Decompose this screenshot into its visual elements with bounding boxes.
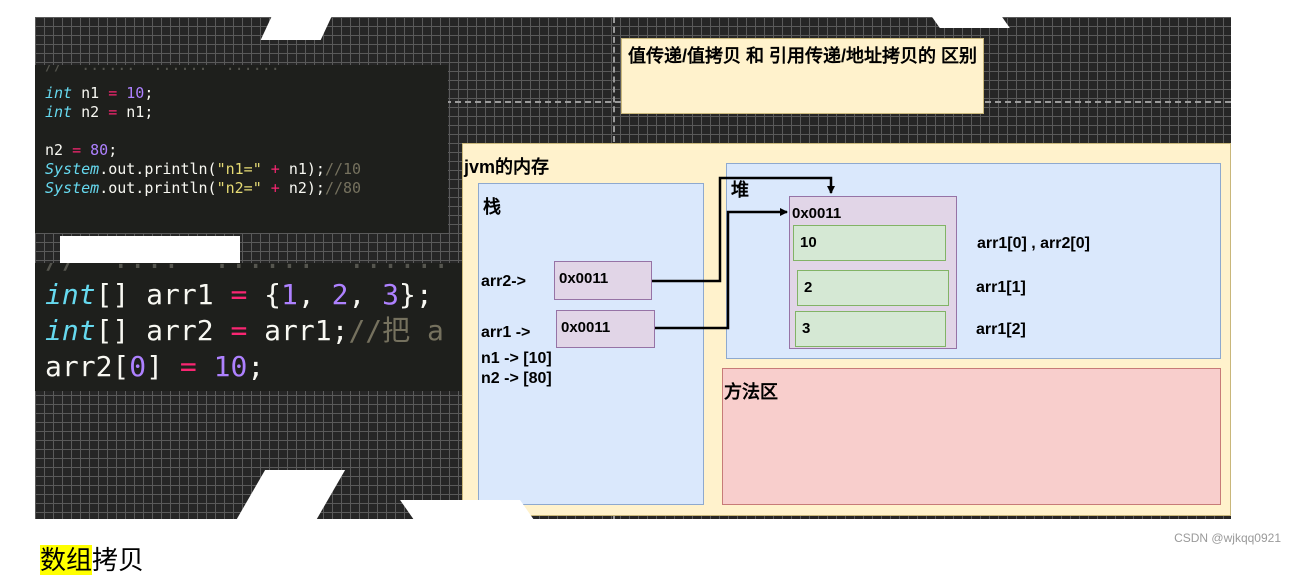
array-cell-2: 3 — [795, 311, 946, 347]
code-line: arr2[0] = 10; — [45, 349, 264, 385]
array-cell-2-label: arr1[2] — [976, 321, 1026, 338]
code-token: int — [45, 314, 96, 347]
array-cell-1-label: arr1[1] — [976, 279, 1026, 296]
code-line: int[] arr2 = arr1;//把 a — [45, 313, 444, 349]
arr1-reference-cell: 0x0011 — [556, 310, 655, 348]
code-token: //80 — [324, 179, 362, 197]
code-token: 10 — [213, 350, 248, 383]
code-token: System — [45, 160, 100, 178]
code-line: int[] arr1 = {1, 2, 3}; — [45, 277, 433, 313]
code-token: 1 — [281, 278, 298, 311]
code-token — [262, 160, 271, 178]
array-cell-1: 2 — [797, 270, 949, 306]
code-line: int n2 = n1; — [45, 103, 153, 122]
overlay-stroke — [696, 0, 754, 17]
code-token: 0 — [129, 350, 147, 383]
code-token: n2 — [72, 103, 109, 121]
code-token: //把 a — [348, 314, 444, 347]
code-token: = — [108, 84, 118, 102]
code-snippet-array: // .... ...... ...... int[] arr1 = {1, 2… — [35, 263, 463, 391]
code-token: "n1=" — [216, 160, 262, 178]
n2-value: n2 -> [80] — [481, 370, 552, 387]
heap-label: 堆 — [731, 180, 749, 200]
n1-value: n1 -> [10] — [481, 350, 552, 367]
overlay-stroke — [60, 236, 240, 263]
code-token: arr2[ — [45, 350, 130, 383]
array-cell-0-label: arr1[0] , arr2[0] — [977, 235, 1090, 252]
code-token: 80 — [90, 141, 109, 159]
code-line-obscured: // ...... ...... ...... — [45, 65, 280, 74]
arr1-label: arr1 -> — [481, 324, 531, 341]
code-line: int n1 = 10; — [45, 84, 153, 103]
code-token: ; — [144, 84, 154, 102]
code-token: n1); — [279, 160, 325, 178]
code-line: System.out.println("n2=" + n2);//80 — [45, 179, 361, 198]
code-token: int — [45, 103, 73, 121]
code-token: ; — [247, 350, 265, 383]
code-token: n2 — [45, 141, 73, 159]
csdn-watermark: CSDN @wjkqq0921 — [1174, 531, 1281, 545]
code-token: [] arr2 — [95, 314, 231, 347]
code-token — [262, 179, 271, 197]
code-token: //10 — [324, 160, 362, 178]
code-token — [117, 84, 126, 102]
array-cell-0: 10 — [793, 225, 946, 261]
section-heading: 数组拷贝 — [40, 540, 144, 577]
code-token: .out.println( — [99, 160, 217, 178]
code-token: { — [247, 278, 282, 311]
code-token: , — [297, 278, 332, 311]
code-token: ] — [146, 350, 180, 383]
code-token: }; — [399, 278, 433, 311]
heading-highlight: 数组 — [40, 545, 93, 575]
code-token: n2); — [279, 179, 325, 197]
code-token: = — [108, 103, 118, 121]
code-token: 10 — [126, 84, 145, 102]
stack-label: 栈 — [483, 197, 501, 217]
heading-suffix: 拷贝 — [92, 545, 145, 575]
code-token: = — [72, 141, 82, 159]
code-token: int — [45, 84, 73, 102]
code-token: = — [179, 350, 197, 383]
method-area-label: 方法区 — [724, 382, 778, 402]
code-token: + — [270, 179, 280, 197]
code-token: n1; — [117, 103, 154, 121]
code-token: n1 — [72, 84, 109, 102]
title-note: 值传递/值拷贝 和 引用传递/地址拷贝的 区别 — [621, 38, 984, 114]
code-token: int — [45, 278, 96, 311]
code-snippet-primitives: // ...... ...... ...... int n1 = 10;int … — [35, 65, 448, 233]
code-token: 3 — [382, 278, 400, 311]
code-token: , — [348, 278, 383, 311]
heap-address: 0x0011 — [792, 205, 842, 222]
code-token: + — [270, 160, 280, 178]
code-token: ; — [108, 141, 118, 159]
method-area — [722, 368, 1221, 505]
arr2-label: arr2-> — [481, 273, 526, 290]
code-token: = — [230, 314, 248, 347]
code-token: arr1; — [247, 314, 349, 347]
code-token — [197, 350, 214, 383]
code-token — [81, 141, 90, 159]
code-token: 2 — [331, 278, 349, 311]
code-token: "n2=" — [216, 179, 262, 197]
code-token: .out.println( — [99, 179, 217, 197]
code-line: System.out.println("n1=" + n1);//10 — [45, 160, 361, 179]
arr2-reference-cell: 0x0011 — [554, 261, 652, 300]
code-token: [] arr1 — [95, 278, 231, 311]
code-line: n2 = 80; — [45, 141, 117, 160]
code-token: = — [230, 278, 248, 311]
code-line-obscured: // .... ...... ...... — [45, 263, 450, 277]
code-token: System — [45, 179, 100, 197]
jvm-memory-title: jvm的内存 — [464, 157, 550, 177]
